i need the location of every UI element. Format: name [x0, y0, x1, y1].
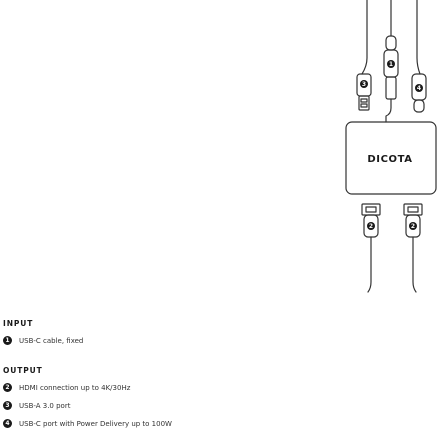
- usb-c-cable-connector: [383, 35, 399, 100]
- badge-hdmi-left-label: 2: [369, 223, 373, 230]
- legend-text: USB-C port with Power Delivery up to 100…: [19, 419, 172, 428]
- usb-c-cable-to-hub: [385, 98, 392, 123]
- badge-usb-a: 3: [360, 80, 368, 88]
- badge-usb-c-cable-label: 1: [389, 61, 393, 68]
- usb-c-pd-cable: [416, 0, 421, 75]
- legend-item-usb-a: 3 USB-A 3.0 port: [3, 401, 70, 410]
- badge-usb-c-pd: 4: [415, 84, 423, 92]
- badge-usb-a-label: 3: [362, 81, 366, 88]
- usb-c-pd-connector: [411, 73, 427, 113]
- badge-hdmi-right: 2: [409, 222, 417, 230]
- input-heading: INPUT: [3, 319, 34, 328]
- legend-text: HDMI connection up to 4K/30Hz: [19, 383, 131, 392]
- legend-badge: 3: [3, 401, 12, 410]
- legend-badge: 2: [3, 383, 12, 392]
- legend-item-usb-c-pd: 4 USB-C port with Power Delivery up to 1…: [3, 419, 172, 428]
- legend-item-usb-c-cable: 1 USB-C cable, fixed: [3, 336, 83, 345]
- legend-text: USB-A 3.0 port: [19, 401, 71, 410]
- badge-hdmi-left: 2: [367, 222, 375, 230]
- brand-logo: DICOTA: [367, 154, 412, 165]
- badge-hdmi-right-label: 2: [411, 223, 415, 230]
- usb-a-connector: [356, 73, 372, 111]
- hub-body: [345, 121, 437, 195]
- output-heading: OUTPUT: [3, 366, 43, 375]
- legend-item-hdmi: 2 HDMI connection up to 4K/30Hz: [3, 383, 130, 392]
- badge-usb-c-cable: 1: [387, 60, 395, 68]
- usb-a-cable: [361, 0, 368, 75]
- badge-usb-c-pd-label: 4: [417, 85, 421, 92]
- hdmi-connector-left: [361, 203, 381, 293]
- legend-badge: 1: [3, 336, 12, 345]
- legend-text: USB-C cable, fixed: [19, 336, 84, 345]
- legend-badge: 4: [3, 419, 12, 428]
- hdmi-connector-right: [403, 203, 423, 293]
